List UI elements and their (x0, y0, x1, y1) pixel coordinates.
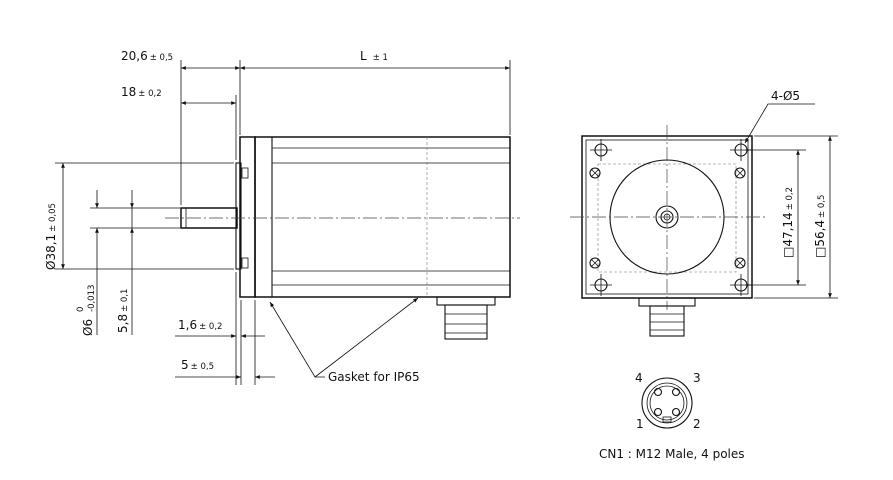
pin-label-3: 3 (693, 371, 701, 385)
pin-3 (671, 387, 681, 397)
dim-mount-holes: 4-Ø5 (771, 89, 800, 103)
side-view-labels: 20,6± 0,5 L± 1 18± 0,2 Ø38,1± 0,05 Ø6 0 … (44, 49, 420, 384)
dim-flat-depth: 5,8± 0,1 (116, 289, 130, 333)
screws (589, 167, 746, 269)
connector-caption: CN1 : M12 Male, 4 poles (599, 447, 745, 461)
dim-pilot-height: 1,6± 0,2 (178, 318, 222, 332)
pilot (235, 162, 242, 270)
front-view-labels: 4-Ø5 □47,14± 0,2 □56,4± 0,5 (771, 89, 827, 258)
svg-text:Ø6: Ø6 (81, 319, 95, 336)
gasket-label: Gasket for IP65 (328, 370, 420, 384)
dim-hole-pattern: □47,14± 0,2 (781, 187, 795, 258)
pin-2 (671, 407, 681, 417)
pin-label-2: 2 (693, 417, 701, 431)
flange (239, 136, 256, 298)
dim-shaft-diameter: Ø6 0 -0,013 (76, 285, 97, 336)
dim-flange-square: □56,4± 0,5 (813, 195, 827, 258)
side-view (55, 60, 520, 385)
pin-4 (653, 387, 663, 397)
svg-text:0: 0 (76, 307, 86, 312)
side-connector (436, 296, 496, 306)
pin-1 (653, 407, 663, 417)
dim-shaft-length: 18± 0,2 (121, 85, 162, 99)
dim-flange-offset: 20,6± 0,5 (121, 49, 173, 63)
dim-body-length: L± 1 (360, 49, 388, 63)
svg-text:-0,013: -0,013 (87, 285, 97, 312)
key-notch (662, 416, 672, 423)
connector-detail: 1 2 3 4 CN1 : M12 Male, 4 poles (599, 371, 745, 461)
dim-flange-thickness: 5± 0,5 (181, 358, 214, 372)
front-view (570, 103, 838, 337)
pin-label-4: 4 (635, 371, 643, 385)
dim-pilot-diameter: Ø38,1± 0,05 (44, 203, 58, 270)
shaft-circle (655, 205, 679, 229)
mount-holes (590, 139, 752, 296)
pin-label-1: 1 (636, 417, 644, 431)
motor-body (254, 136, 511, 298)
